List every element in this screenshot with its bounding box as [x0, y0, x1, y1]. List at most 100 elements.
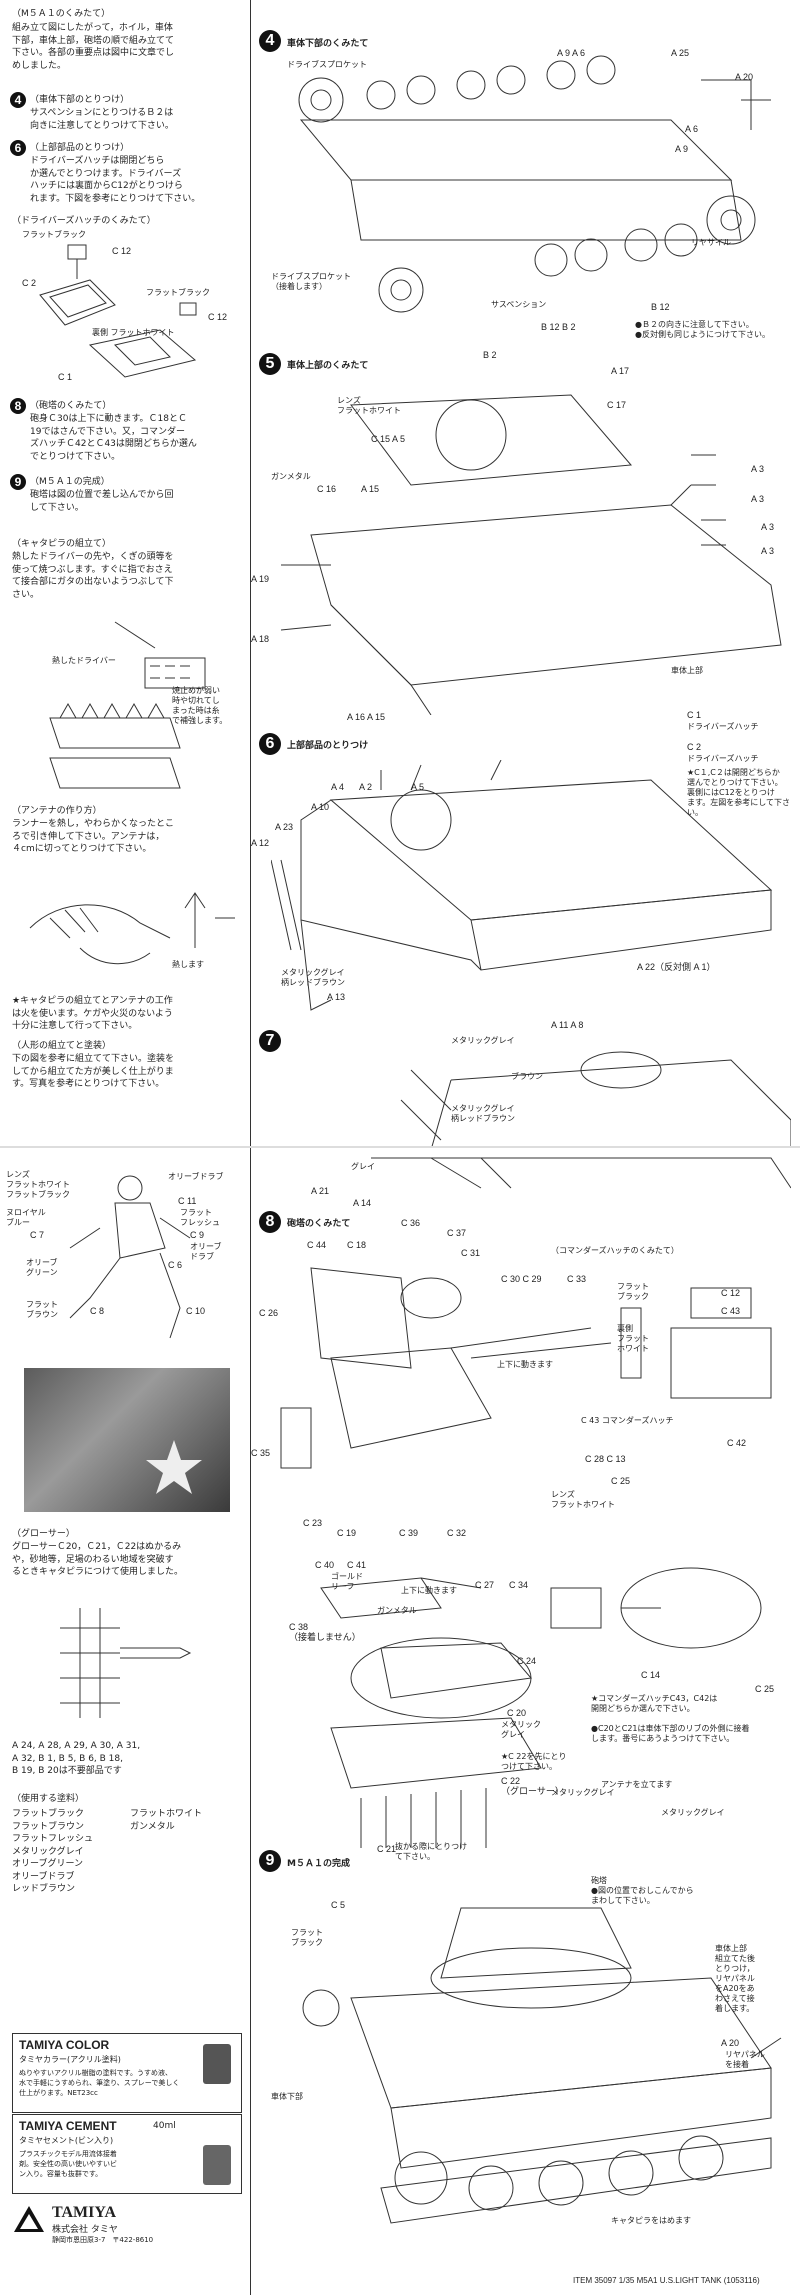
label-c19: C 19	[337, 1528, 357, 1538]
label-fig-c7: C 7	[30, 1230, 45, 1240]
label-a9: A 9	[675, 144, 689, 154]
label-c26: C 26	[259, 1308, 279, 1318]
label-cmd-star: ★コマンダーズハッチC43，C42は 開閉どちらか選んで下さい。	[591, 1694, 718, 1713]
label-c2-hatch: C 2	[687, 742, 702, 752]
label-step4-note: ●Ｂ２の向きに注意して下さい。 ●反対側も同じようにつけて下さい。	[635, 320, 770, 339]
star-emblem-icon	[146, 1440, 202, 1494]
label-metallic-brown: メタリックグレイ 柄レッドブラウン	[281, 968, 345, 987]
step-6-text: ドライバーズハッチは開閉どちら か選んでとりつけます。ドライバーズ ハッチには裏…	[30, 156, 201, 204]
step-9-badge: 9	[10, 474, 26, 490]
label-grouser-note: ●C20とC21は車体下部のリブの外側に接着 します。番号にあうようつけて下さい…	[591, 1724, 750, 1743]
step-7-number: 7	[259, 1030, 281, 1052]
cement-bottle-icon	[203, 2145, 231, 2185]
column-divider	[250, 0, 251, 1147]
label-c1-hatch: C 1	[687, 710, 702, 720]
label-a10: A 10	[311, 802, 330, 812]
label-a23: A 23	[275, 822, 294, 832]
label-c1-note: ドライバーズハッチ	[687, 722, 759, 731]
label-a25: A 25	[671, 48, 690, 58]
left-text-column-2: レンズ フラットホワイト フラットブラック C 11 オリーブドラブ フラット …	[0, 1148, 250, 2295]
label-c14: C 14	[641, 1670, 661, 1680]
step-6-badge: 6	[10, 140, 26, 156]
label-fig-flat-brown: フラット ブラウン	[26, 1300, 58, 1319]
label-c34: C 34	[509, 1580, 529, 1590]
label-a3-c: A 3	[761, 522, 775, 532]
label-fig-c9: C 9	[190, 1230, 205, 1240]
tamiya-color-title: TAMIYA COLOR	[19, 2038, 110, 2052]
label-step7-metallic: メタリックグレイ	[451, 1036, 515, 1045]
label-a13: A 13	[327, 992, 346, 1002]
label-turret-fit: 砲塔 ●図の位置でおしこんでから まわして下さい。	[591, 1876, 694, 1905]
turret-diagram	[280, 1267, 772, 1469]
step-4-title: （車体下部のとりつけ）	[30, 95, 130, 105]
label-track-fit-note: 抜かる際にとりつけ て下さい。	[395, 1842, 468, 1861]
label-final-flat-black: フラット ブラック	[291, 1928, 323, 1947]
grouser-title: （グローサー）	[12, 1529, 75, 1539]
label-suspension: サスペンション	[491, 300, 547, 309]
label-updown-2: 上下に動きます	[401, 1586, 457, 1595]
intro-title: （M５Ａ１のくみたて）	[12, 9, 111, 19]
paint-item: ガンメタル	[130, 1821, 175, 1832]
final-assembly-diagram	[302, 1907, 782, 2224]
step-7-diagram	[400, 1051, 791, 1147]
label-a2: A 2	[359, 782, 373, 792]
paint-item: レッドブラウン	[12, 1884, 76, 1894]
label-c44: C 44	[307, 1240, 327, 1250]
figure-diagram	[69, 1175, 191, 1339]
label-cmd-c43: C 43	[721, 1306, 741, 1316]
label-final-upper: 車体上部 組立てた後 とりつけ， リヤパネル をA20をあ わさえて接 着します…	[715, 1944, 755, 2013]
label-cmd-flat-black: フラット ブラック	[617, 1282, 649, 1301]
label-fig-flesh: フラット フレッシュ	[180, 1208, 220, 1227]
column-divider-2	[250, 1148, 251, 2295]
label-c42: C 42	[727, 1438, 747, 1448]
label-b12-b2: B 12 B 2	[541, 322, 576, 332]
label-grouser-metallic: メタリック グレイ	[501, 1720, 541, 1739]
antenna-text: ランナーを熱し，やわらかくなったとこ ろで引き伸して下さい。アンテナは， ４cm…	[12, 819, 175, 854]
label-b12: B 12	[651, 302, 670, 312]
step-8-text: 砲身Ｃ30は上下に動きます。Ｃ18とＣ 19ではさんで下さい。又，コマンダー ズ…	[30, 414, 197, 462]
label-c24: C 24	[517, 1656, 537, 1666]
label-c12-b: C 12	[208, 312, 228, 322]
tamiya-cement-sub: タミヤセメント(ビン入り)	[19, 2136, 114, 2145]
label-c22-grouser: C 22 （グローサー）	[501, 1776, 564, 1796]
label-rear-panel: リヤパネル を接着	[725, 2050, 765, 2069]
tamiya-cement-ml: 40ml	[153, 2121, 176, 2131]
label-c38: C 38 （接着しません）	[289, 1622, 361, 1642]
tamiya-star-logo-icon	[14, 2206, 44, 2232]
label-a19: A 19	[251, 574, 270, 584]
label-antenna-metallic: メタリックグレイ	[661, 1808, 725, 1817]
label-a15: A 15	[361, 484, 380, 494]
paint-item: フラットブラック	[12, 1809, 85, 1819]
tamiya-cement-box: TAMIYA CEMENT 40ml タミヤセメント(ビン入り) プラスチックモ…	[12, 2114, 242, 2194]
figure-photo	[24, 1368, 230, 1512]
step-8-badge: 8	[10, 398, 26, 414]
step-9-text: 砲塔は図の位置で差し込んでから回 して下さい。	[30, 490, 174, 513]
grouser-fitting-diagram	[330, 1717, 542, 1848]
label-c23: C 23	[303, 1518, 323, 1528]
paint-item: フラットホワイト	[130, 1809, 203, 1819]
step-8-title: （砲塔のくみたて）	[30, 401, 112, 411]
label-c22-first: ★C 22を先にとり つけて下さい。	[501, 1752, 567, 1771]
label-a16a15: A 16 A 15	[347, 712, 386, 722]
label-a3-b: A 3	[751, 494, 765, 504]
label-turret-lens: レンズ フラットホワイト	[551, 1490, 615, 1509]
label-cmd-rear-white: 裏側 フラット ホワイト	[617, 1324, 649, 1353]
track-diagram	[49, 621, 206, 789]
step-4-text: サスペンションにとりつけるＢ２は 向きに注意してとりつけて下さい。	[30, 108, 174, 131]
hatch-diagram	[39, 244, 197, 378]
label-c22-metallic: メタリックグレイ	[551, 1788, 615, 1797]
label-c39: C 39	[399, 1528, 419, 1538]
label-fig-flat-black: フラットブラック	[6, 1190, 70, 1199]
label-c5: C 5	[331, 1900, 346, 1910]
step-6-number: 6	[259, 733, 281, 755]
upper-hull-diagram	[280, 394, 782, 715]
label-fig-olive-drab-2: オリーブ ドラブ	[190, 1242, 222, 1261]
track-text: 熱したドライバーの先や，くぎの頭等を 使って焼つぶします。すぐに指でおさえ て接…	[12, 552, 174, 600]
label-c36: C 36	[401, 1218, 421, 1228]
brand-name: TAMIYA	[52, 2204, 117, 2221]
label-c27: C 27	[475, 1580, 495, 1590]
paint-list-left: フラットブラック フラットブラウン フラットフレッシュ メタリックグレイ オリー…	[12, 1808, 93, 1896]
paint-list-right: フラットホワイト ガンメタル	[130, 1808, 202, 1833]
label-a18: A 18	[251, 634, 270, 644]
